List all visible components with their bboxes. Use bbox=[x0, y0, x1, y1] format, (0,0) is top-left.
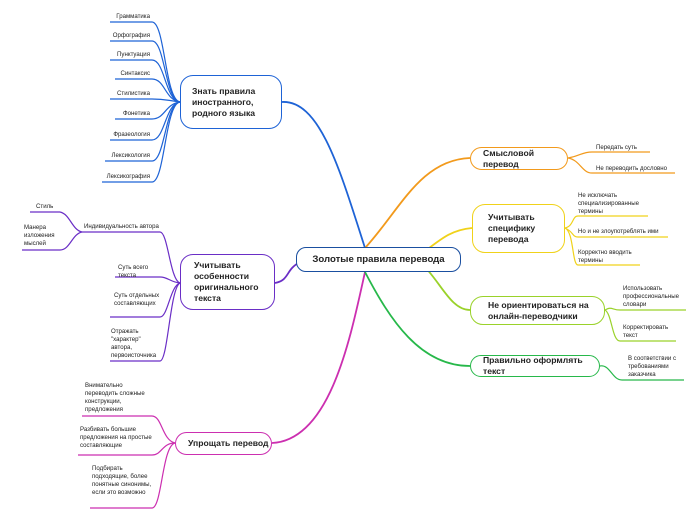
leaf-phraseology[interactable]: Фразеология bbox=[113, 131, 150, 138]
leaf-careful-translation[interactable]: Внимательно переводить сложные конструкц… bbox=[85, 382, 145, 413]
leaf-syntax[interactable]: Синтаксис bbox=[120, 70, 150, 77]
leaf-style[interactable]: Стиль bbox=[36, 203, 54, 210]
branch-specifics-label: Учитывать специфику перевода bbox=[488, 212, 536, 244]
leaf-split-sentences[interactable]: Разбивать большие предложения на простые… bbox=[80, 426, 152, 449]
connector-simplify bbox=[271, 271, 366, 444]
leaf-introduce-terms[interactable]: Корректно вводить термины bbox=[578, 249, 632, 264]
connector-format bbox=[364, 271, 471, 367]
leaf-not-overuse[interactable]: Но и не злоупотреблять ими bbox=[578, 228, 659, 235]
leaf-phonetics[interactable]: Фонетика bbox=[123, 110, 150, 117]
connector-meaning bbox=[364, 157, 471, 249]
leaf-client-requirements[interactable]: В соответствии с требованиями заказчика bbox=[628, 355, 677, 378]
leaf-manner[interactable]: Манера изложения мыслей bbox=[24, 224, 55, 247]
connector-rules bbox=[281, 101, 366, 249]
branch-online-label: Не ориентироваться на онлайн-переводчики bbox=[488, 299, 589, 321]
central-topic-label: Золотые правила перевода bbox=[312, 254, 445, 265]
leaf-pro-dictionaries[interactable]: Использовать профессиональные словари bbox=[623, 285, 679, 308]
leaf-stylistics[interactable]: Стилистика bbox=[117, 90, 150, 97]
leaf-edit-text[interactable]: Корректировать текст bbox=[623, 324, 669, 339]
branch-simplify-label: Упрощать перевод bbox=[188, 438, 269, 448]
leaf-orthography[interactable]: Орфография bbox=[112, 32, 150, 39]
leaf-lexicology[interactable]: Лексикология bbox=[111, 152, 150, 159]
leaf-punctuation[interactable]: Пунктуация bbox=[117, 51, 150, 58]
leaf-grammar[interactable]: Грамматика bbox=[116, 13, 150, 20]
central-topic[interactable]: Золотые правила перевода bbox=[296, 247, 461, 272]
leaf-author-individuality[interactable]: Индивидуальность автора bbox=[84, 223, 159, 230]
branch-format[interactable]: Правильно оформлять текст bbox=[470, 355, 600, 377]
leaf-synonyms[interactable]: Подбирать подходящие, более понятные син… bbox=[92, 465, 152, 496]
leaf-author-character[interactable]: Отражать "характер" автора, первоисточни… bbox=[111, 328, 157, 359]
branch-meaning-label: Смысловой перевод bbox=[483, 147, 534, 169]
leaf-text-essence[interactable]: Суть всего текста bbox=[118, 264, 149, 279]
leaf-convey-essence[interactable]: Передать суть bbox=[596, 144, 637, 151]
branch-rules[interactable]: Знать правила иностранного, родного язык… bbox=[180, 75, 282, 129]
branch-online[interactable]: Не ориентироваться на онлайн-переводчики bbox=[470, 296, 605, 325]
branch-format-label: Правильно оформлять текст bbox=[483, 355, 583, 376]
branch-specifics[interactable]: Учитывать специфику перевода bbox=[472, 204, 565, 253]
branch-rules-label: Знать правила иностранного, родного язык… bbox=[192, 85, 256, 118]
leaf-parts-essence[interactable]: Суть отдельных составляющих bbox=[114, 292, 160, 307]
branch-features[interactable]: Учитывать особенности оригинального текс… bbox=[180, 254, 275, 310]
leaf-lexicography[interactable]: Лексикография bbox=[106, 173, 150, 180]
leaf-not-literal[interactable]: Не переводить дословно bbox=[596, 165, 667, 172]
leaf-keep-terms[interactable]: Не исключать специализированные термины bbox=[578, 192, 640, 215]
branch-features-label: Учитывать особенности оригинального текс… bbox=[194, 260, 259, 303]
branch-simplify[interactable]: Упрощать перевод bbox=[175, 432, 272, 455]
branch-meaning[interactable]: Смысловой перевод bbox=[470, 147, 568, 170]
